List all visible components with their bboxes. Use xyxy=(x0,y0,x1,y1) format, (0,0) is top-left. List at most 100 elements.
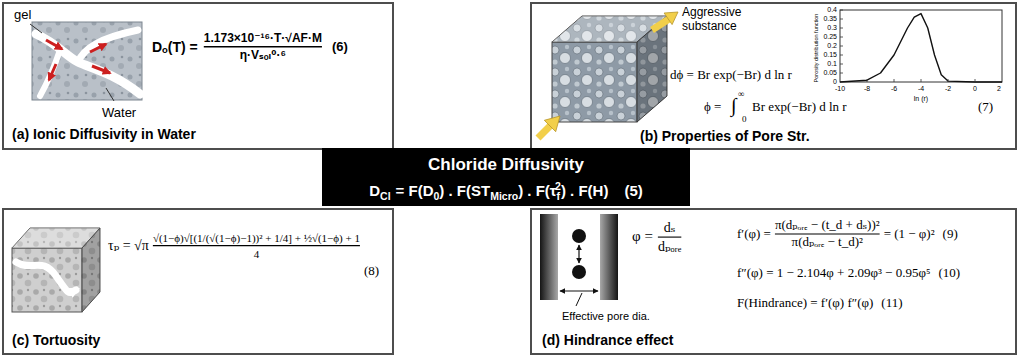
tick-label: 2 xyxy=(997,85,1001,93)
fraction-bar xyxy=(153,245,360,246)
formula-text: (10) xyxy=(938,266,960,281)
tick-label: -8 xyxy=(864,85,870,93)
tick-label: 0.05 xyxy=(823,69,837,77)
formula-text: π(dₚₒᵣₑ − t_d)² xyxy=(792,235,863,250)
equation-part: = F(D xyxy=(396,182,434,199)
fraction-bars xyxy=(153,47,880,246)
ion-arrow xyxy=(92,66,110,73)
caption: (b) Properties of Pore Str. xyxy=(640,128,810,144)
equation-part: f xyxy=(557,190,561,202)
equation-line: DCl= F(D0) . F(STMicro) . F(τf2) . F(H)(… xyxy=(324,180,688,204)
center-title: Chloride Diffusivity xyxy=(324,155,688,175)
tick-label: 0.25 xyxy=(823,33,837,41)
cube-side xyxy=(637,16,667,122)
tick-label: -10 xyxy=(835,85,845,93)
caption: (c) Tortuosity xyxy=(12,332,100,348)
cube-shade xyxy=(637,16,667,122)
formula-text: f″(φ) = 1 − 2.104φ + 2.09φ³ − 0.95φ⁵ xyxy=(737,266,930,281)
fraction-bar xyxy=(658,237,681,238)
formula-text: (8) xyxy=(364,264,379,279)
formula-text: φ = xyxy=(632,228,653,245)
formula-text: 4 xyxy=(254,248,260,261)
chart-frame xyxy=(840,10,1002,82)
formula-text: (7) xyxy=(978,100,993,115)
formula-text: F(Hindrance) = f′(φ) f″(φ) xyxy=(737,296,873,311)
slab-front xyxy=(12,248,82,312)
equation-part: ) . F(τ xyxy=(518,182,556,199)
formula-text: (9) xyxy=(943,227,958,242)
formula-text: (11) xyxy=(881,296,902,311)
distribution-curve xyxy=(840,14,1002,82)
panel-box: τₚ = √π √(1−ϕ)√[(1/(√(1−ϕ)−1))² + 1/4] + … xyxy=(2,208,394,355)
inflow-arrow xyxy=(544,116,560,132)
spacing-arrow xyxy=(578,245,579,263)
inflow-arrow xyxy=(538,125,551,138)
formula-text: √(1−ϕ)√[(1/(√(1−ϕ)−1))² + 1/4] + ½√(1−ϕ)… xyxy=(153,232,360,245)
panel-box: Aggressive substance dϕ = Br exp(−Br) d l… xyxy=(530,2,1017,150)
leader-line xyxy=(30,24,42,33)
equation-part: 0 xyxy=(434,190,440,202)
leader-line xyxy=(576,293,582,306)
axis-ticks xyxy=(840,10,975,82)
equation-part: Cl xyxy=(380,190,391,202)
axis-label: ln (r) xyxy=(914,95,928,103)
caption: (a) Ionic Diffusivity in Water xyxy=(12,126,196,142)
water-channel xyxy=(36,34,140,94)
tick-label: 0.4 xyxy=(827,6,837,14)
outflow-arrow xyxy=(652,19,669,30)
tick-label: 0.2 xyxy=(827,42,837,50)
formula-text: π(dₚₒᵣₑ − (t_d + dₛ))² xyxy=(775,218,880,233)
gel-body xyxy=(32,22,142,100)
formula-text: ∞ xyxy=(738,89,744,99)
equation-part: 2 xyxy=(555,180,561,192)
tick-label: 0.15 xyxy=(823,51,837,59)
tick-label: 0 xyxy=(833,78,837,86)
formula-text: ϕ = xyxy=(704,100,721,115)
tick-label: 0.1 xyxy=(827,60,837,68)
tick-label: -2 xyxy=(945,85,951,93)
tick-label: 0.35 xyxy=(823,15,837,23)
ion-arrow xyxy=(90,44,106,52)
formula-text: Br exp(−Br) d ln r xyxy=(752,100,847,115)
tick-label: 0.3 xyxy=(827,24,837,32)
tick-label: -6 xyxy=(891,85,897,93)
formula-text: 0 xyxy=(742,114,747,124)
equation-part: D xyxy=(369,182,380,199)
formula-text: dₛ xyxy=(664,220,676,236)
fraction-bar xyxy=(204,46,322,48)
diameter-arrow xyxy=(560,290,598,291)
cube-front xyxy=(552,42,637,122)
formula-text: τₚ = √π xyxy=(108,238,149,254)
ion-arrow xyxy=(49,64,56,80)
water-channel xyxy=(78,30,138,62)
formula-text: f′(φ) = xyxy=(737,227,771,242)
outflow-arrow xyxy=(664,12,678,25)
equation-part: Micro xyxy=(490,190,518,202)
water-channel xyxy=(40,50,60,96)
formula-text: dₚₒᵣₑ xyxy=(658,239,681,255)
panel-box: gelWater Dₒ(T) = 1.173×10⁻¹⁶·T·√AF·M η·Vₛₒₗ… xyxy=(2,2,394,150)
pore-wall xyxy=(600,214,618,300)
tick-label: -4 xyxy=(918,85,924,93)
equation-part: ) . F(H) xyxy=(561,182,608,199)
part-label: Effective pore dia. xyxy=(562,310,650,323)
part-label: Water xyxy=(102,106,136,121)
formula-text: ∫ xyxy=(731,94,736,117)
formula-text: Dₒ(T) = xyxy=(152,39,198,55)
formula-text: η·Vₛₒₗ⁰·⁶ xyxy=(240,49,286,63)
panel-box: φ = dₛ dₚₒᵣₑEffective pore dia. f′(φ) = π(dₚ… xyxy=(530,208,1017,355)
pore-wall xyxy=(540,214,558,300)
formula-text: dϕ = Br exp(−Br) d ln r xyxy=(670,68,792,83)
slab-shade xyxy=(82,228,100,312)
formula-text: = (1 − φ)² xyxy=(884,227,935,242)
ion-arrow xyxy=(46,40,62,49)
formula-text: 1.173×10⁻¹⁶·T·√AF·M xyxy=(204,32,322,46)
part-label: Aggressive substance xyxy=(682,6,762,34)
tortuous-path xyxy=(16,262,76,293)
equation-part: (5) xyxy=(624,182,642,199)
axis-label: Porosity distribution function xyxy=(813,14,819,83)
ion-particle xyxy=(572,229,586,243)
slab-side xyxy=(82,228,100,312)
leader-line xyxy=(106,88,114,101)
part-label: gel xyxy=(14,8,31,23)
